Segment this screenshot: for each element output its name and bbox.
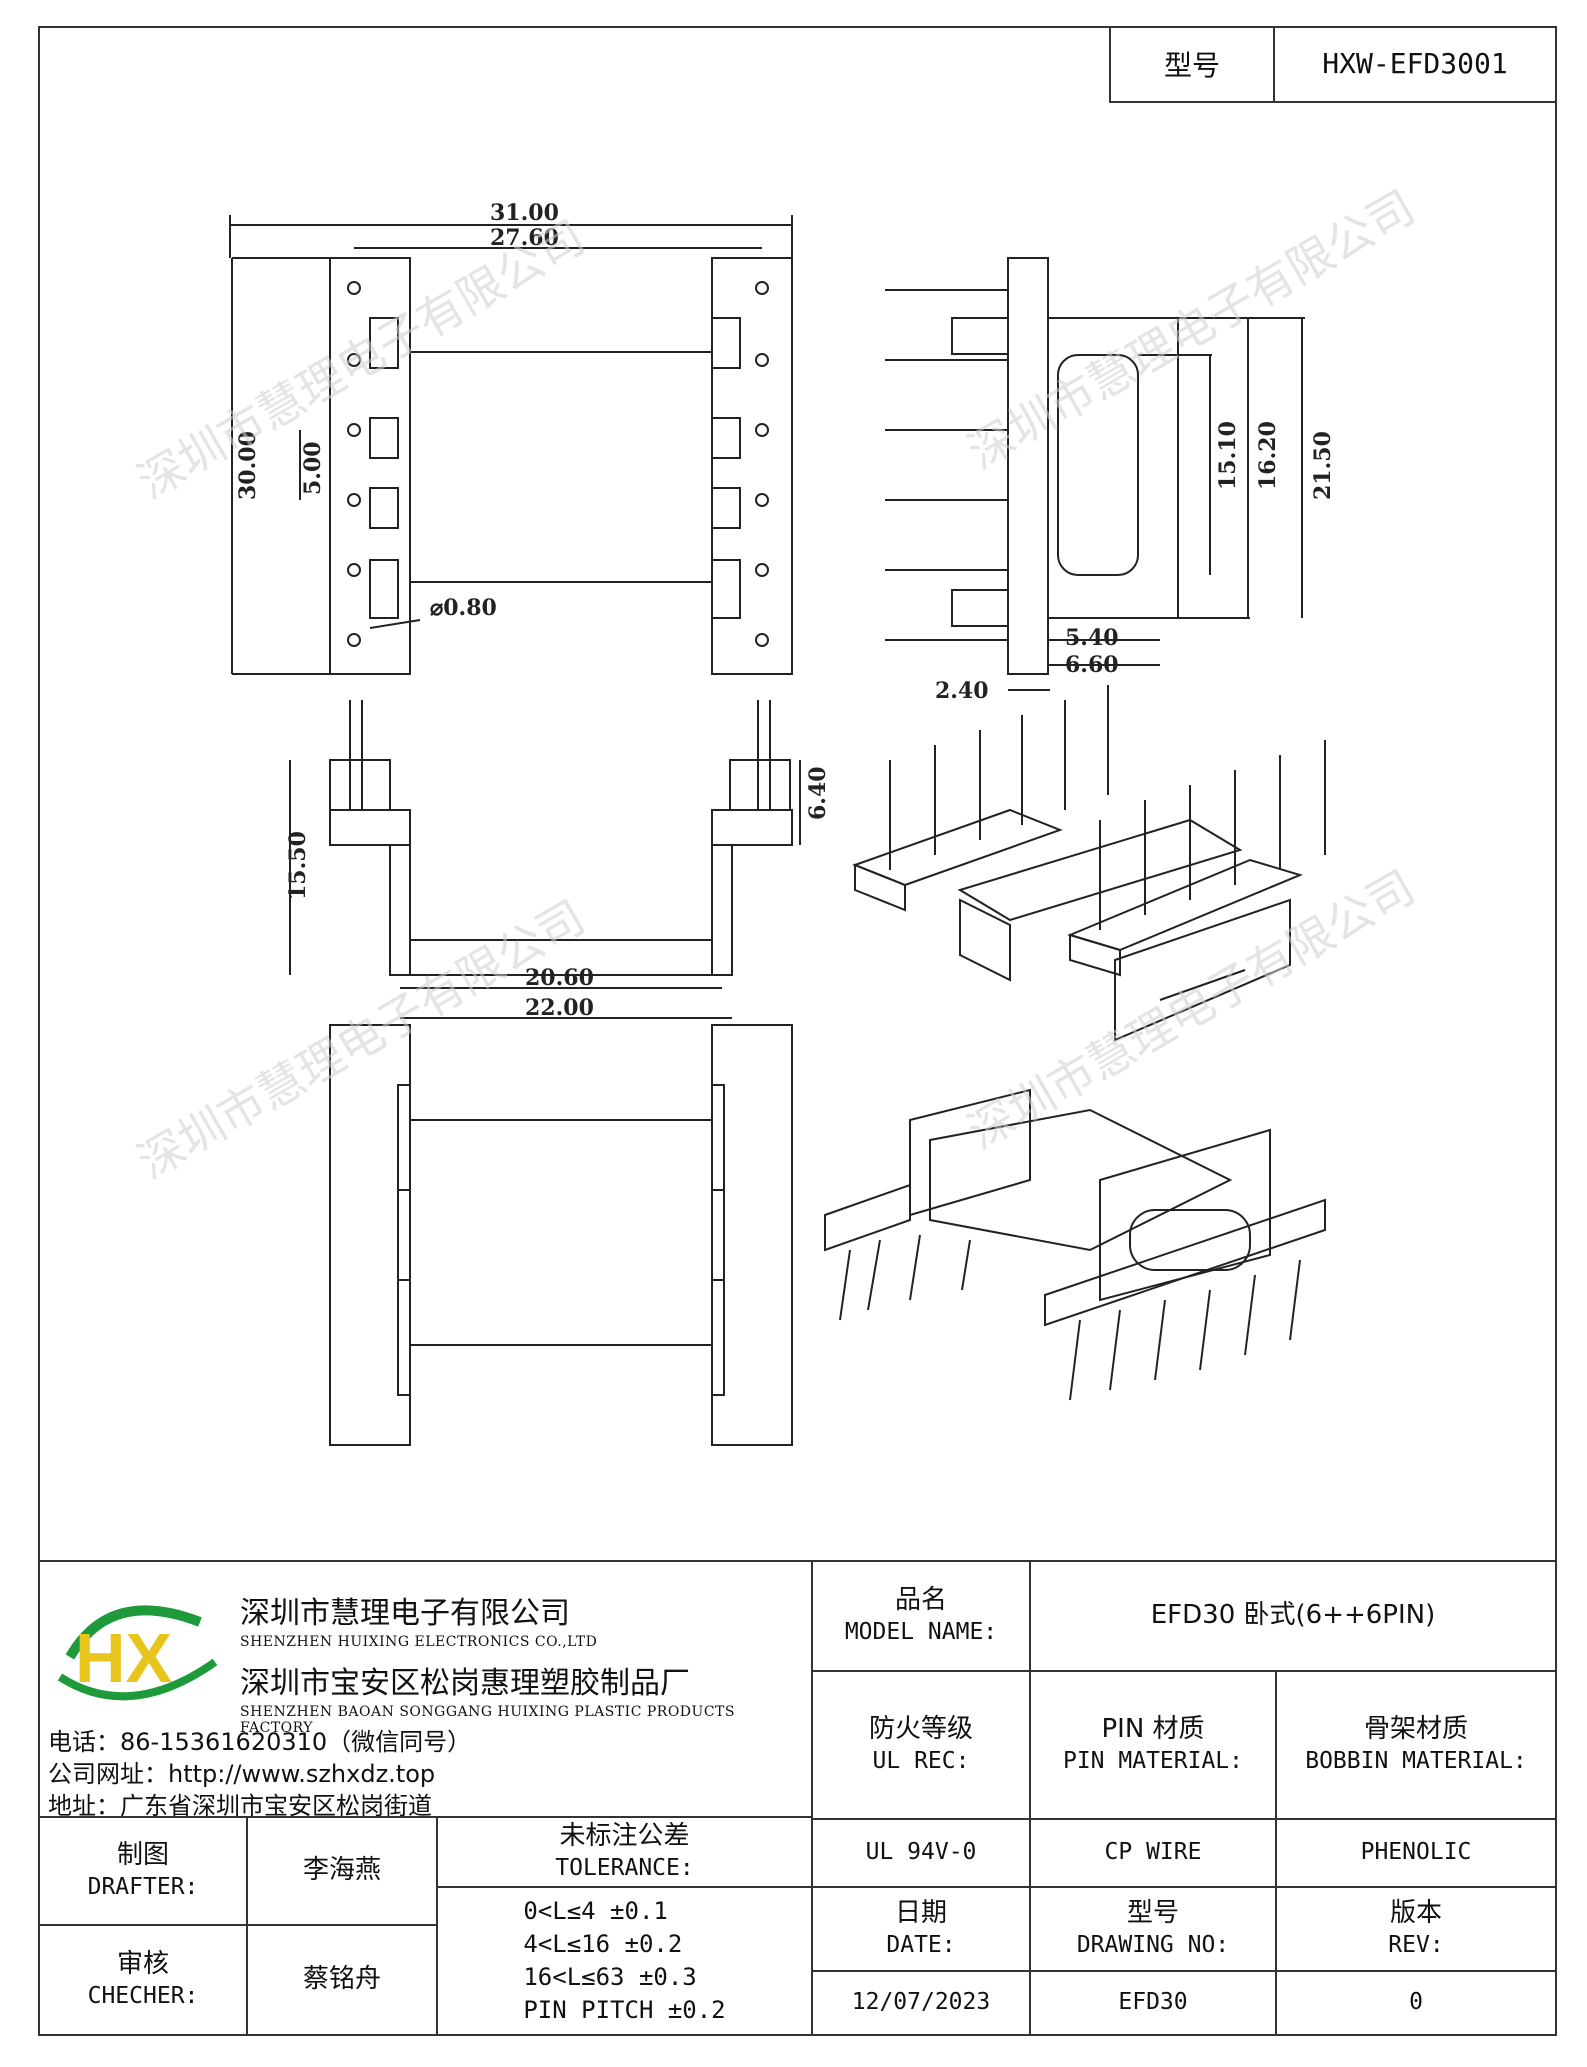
dim-5-4: 5.40: [1065, 625, 1119, 651]
pin-material-cn: PIN 材质: [1101, 1714, 1205, 1745]
drawing-no-value: EFD30: [1029, 1970, 1277, 2036]
checker-cn: 审核: [116, 1949, 169, 1980]
logo-swoosh: [65, 1605, 202, 1660]
tolerance-line-4: PIN PITCH ±0.2: [523, 1996, 726, 2025]
tolerance-label: 未标注公差 TOLERANCE:: [436, 1816, 813, 1888]
drafter-name: 李海燕: [246, 1816, 438, 1926]
dim-31: 31.00: [490, 200, 559, 226]
model-value: HXW-EFD3001: [1322, 47, 1508, 80]
model-name-cn: 品名: [894, 1585, 947, 1616]
dim-27-6: 27.60: [490, 225, 559, 251]
bottom-view: [329, 1024, 793, 1446]
pin-material-label: PIN 材质 PIN MATERIAL:: [1029, 1670, 1277, 1820]
rev-en: REV:: [1388, 1931, 1444, 1958]
watermark-2: 深圳市慧理电子有限公司: [959, 180, 1424, 480]
top-view: [229, 215, 793, 675]
date-cn: 日期: [894, 1898, 947, 1929]
ul-rec-en: UL REC:: [872, 1747, 970, 1774]
company-info: HX 深圳市慧理电子有限公司 SHENZHEN HUIXING ELECTRON…: [38, 1560, 813, 1820]
title-block: HX 深圳市慧理电子有限公司 SHENZHEN HUIXING ELECTRON…: [38, 1560, 1557, 2036]
dim-16-2: 16.20: [1255, 421, 1281, 490]
front-view: [289, 700, 801, 1019]
tolerance-table: 0<L≤4 ±0.1 4<L≤16 ±0.2 16<L≤63 ±0.3 PIN …: [436, 1886, 813, 2036]
dim-20-6: 20.60: [525, 965, 594, 991]
isometric-view-bottom: [824, 1088, 1326, 1401]
rev-label: 版本 REV:: [1275, 1886, 1557, 1972]
drawing-no-label: 型号 DRAWING NO:: [1029, 1886, 1277, 1972]
model-label: 型号: [1111, 26, 1275, 101]
isometric-view-top: [852, 685, 1326, 1042]
company-logo: HX: [57, 1605, 218, 1701]
bobbin-material-label: 骨架材质 BOBBIN MATERIAL:: [1275, 1670, 1557, 1820]
factory-name-en: SHENZHEN BAOAN SONGGANG HUIXING PLASTIC …: [240, 1704, 735, 1736]
bobbin-material-value: PHENOLIC: [1275, 1818, 1557, 1888]
dim-phi: ⌀0.80: [430, 595, 497, 621]
watermark-3: 深圳市慧理电子有限公司: [129, 890, 594, 1190]
tolerance-en: TOLERANCE:: [555, 1854, 694, 1881]
dim-2-4: 2.40: [935, 678, 989, 704]
tolerance-line-1: 0<L≤4 ±0.1: [523, 1896, 668, 1925]
ul-rec-value: UL 94V-0: [811, 1818, 1031, 1888]
dim-22: 22.00: [525, 995, 594, 1021]
technical-drawing: 31.00 27.60 30.00 5.00 ⌀0.80 15.10 16.20…: [129, 180, 1424, 1446]
company-website[interactable]: 公司网址：http://www.szhxdz.top: [48, 1760, 436, 1788]
side-view: [885, 257, 1305, 691]
drafter-cn: 制图: [116, 1840, 169, 1871]
checker-name: 蔡铭舟: [246, 1924, 438, 2036]
date-value: 12/07/2023: [811, 1970, 1031, 2036]
dim-6-4: 6.40: [805, 766, 831, 820]
bobbin-material-en: BOBBIN MATERIAL:: [1305, 1747, 1527, 1774]
tolerance-line-2: 4<L≤16 ±0.2: [523, 1929, 683, 1958]
company-phone: 电话：86-15361620310（微信同号）: [48, 1728, 472, 1756]
tolerance-cn: 未标注公差: [559, 1821, 690, 1852]
factory-name-cn: 深圳市宝安区松岗惠理塑胶制品厂: [240, 1666, 690, 1701]
tolerance-line-3: 16<L≤63 ±0.3: [523, 1963, 697, 1991]
dim-15-1: 15.10: [1215, 421, 1241, 490]
ul-rec-cn: 防火等级: [868, 1714, 973, 1745]
logo-text: HX: [75, 1619, 173, 1697]
watermark-1: 深圳市慧理电子有限公司: [129, 210, 594, 510]
drawing-no-en: DRAWING NO:: [1076, 1931, 1230, 1958]
rev-value: 0: [1275, 1970, 1557, 2036]
dim-6-6: 6.60: [1065, 652, 1119, 678]
checker-en: CHECHER:: [87, 1982, 199, 2009]
company-name-en: SHENZHEN HUIXING ELECTRONICS CO.,LTD: [240, 1634, 598, 1650]
date-en: DATE:: [886, 1931, 956, 1958]
dim-21-5: 21.50: [1310, 431, 1336, 500]
model-name-en: MODEL NAME:: [844, 1618, 998, 1645]
model-number-box: 型号 HXW-EFD3001: [1109, 26, 1557, 103]
drawing-no-cn: 型号: [1126, 1898, 1179, 1929]
bobbin-material-cn: 骨架材质: [1363, 1714, 1468, 1745]
watermark-4: 深圳市慧理电子有限公司: [959, 860, 1424, 1160]
dim-15-5: 15.50: [285, 831, 311, 900]
company-name-cn: 深圳市慧理电子有限公司: [240, 1596, 570, 1631]
drafter-label: 制图 DRAFTER:: [38, 1816, 248, 1926]
pin-material-en: PIN MATERIAL:: [1062, 1747, 1243, 1774]
logo-swoosh-lower: [57, 1658, 218, 1701]
rev-cn: 版本: [1389, 1898, 1442, 1929]
model-name-value: EFD30 卧式(6++6PIN): [1029, 1560, 1557, 1672]
model-name-label: 品名 MODEL NAME:: [811, 1560, 1031, 1672]
drafter-en: DRAFTER:: [87, 1873, 199, 1900]
date-label: 日期 DATE:: [811, 1886, 1031, 1972]
company-address: 地址：广东省深圳市宝安区松岗街道: [48, 1792, 432, 1820]
dim-5: 5.00: [300, 441, 326, 495]
ul-rec-label: 防火等级 UL REC:: [811, 1670, 1031, 1820]
dim-30: 30.00: [235, 431, 261, 500]
pin-material-value: CP WIRE: [1029, 1818, 1277, 1888]
checker-label: 审核 CHECHER:: [38, 1924, 248, 2036]
